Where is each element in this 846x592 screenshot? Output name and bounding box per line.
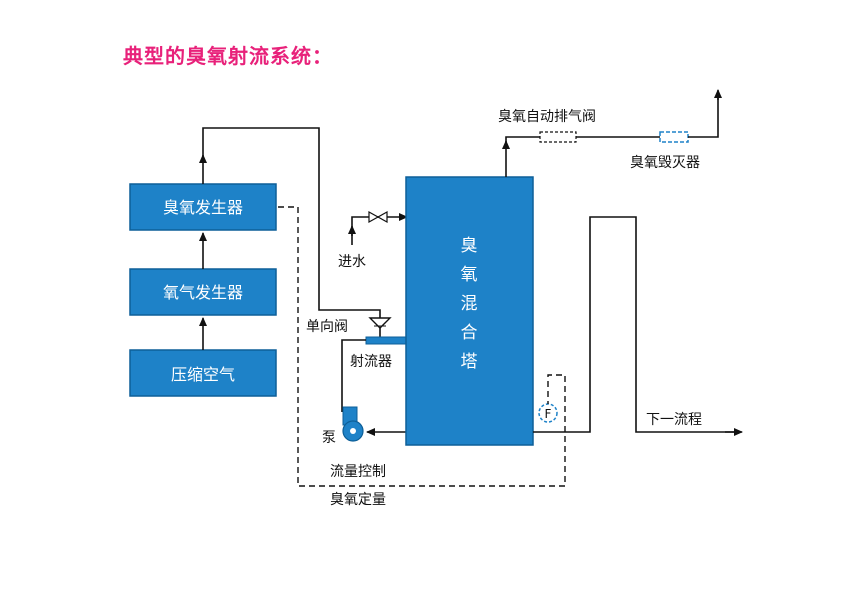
tower-char-1: 臭 <box>461 236 478 256</box>
auto-vent-valve-label: 臭氧自动排气阀 <box>498 109 596 125</box>
oxygen-generator-box: 氧气发生器 <box>129 268 277 316</box>
compressed-air-label: 压缩空气 <box>171 365 235 384</box>
water-in-valve-icon <box>368 210 388 224</box>
ozone-generator-label: 臭氧发生器 <box>163 198 243 217</box>
next-process-label: 下一流程 <box>646 412 702 428</box>
flow-control-label: 流量控制 <box>330 464 386 480</box>
ejector-icon <box>365 336 407 345</box>
pump-label: 泵 <box>322 430 336 446</box>
check-valve-icon <box>368 317 392 329</box>
water-in-line <box>351 216 406 236</box>
outlet-line <box>533 216 735 433</box>
oxygen-generator-label: 氧气发生器 <box>163 283 243 302</box>
tower-char-3: 混 <box>461 294 478 314</box>
tower-char-5: 塔 <box>461 352 478 372</box>
page-title: 典型的臭氧射流系统： <box>123 44 333 68</box>
water-in-label: 进水 <box>338 254 366 270</box>
mixing-tower: 臭 氧 混 合 塔 <box>405 176 534 446</box>
tower-char-4: 合 <box>461 323 478 343</box>
flow-control-dashed-line <box>278 206 566 487</box>
tower-char-2: 氧 <box>461 265 478 285</box>
ozone-generator-box: 臭氧发生器 <box>129 183 277 231</box>
auto-vent-valve-icon <box>539 131 577 143</box>
destructor-icon <box>659 131 689 143</box>
compressed-air-box: 压缩空气 <box>129 349 277 397</box>
ozone-supply-line <box>202 127 381 318</box>
pump-icon <box>342 406 364 442</box>
destructor-label: 臭氧毁灭器 <box>630 155 700 171</box>
flow-meter-icon: F <box>538 403 558 423</box>
ejector-label: 射流器 <box>350 354 392 370</box>
check-valve-label: 单向阀 <box>306 319 348 335</box>
flow-meter-label: F <box>545 407 552 421</box>
pump-to-ejector-line <box>341 339 366 412</box>
ozone-dosing-label: 臭氧定量 <box>330 492 386 508</box>
